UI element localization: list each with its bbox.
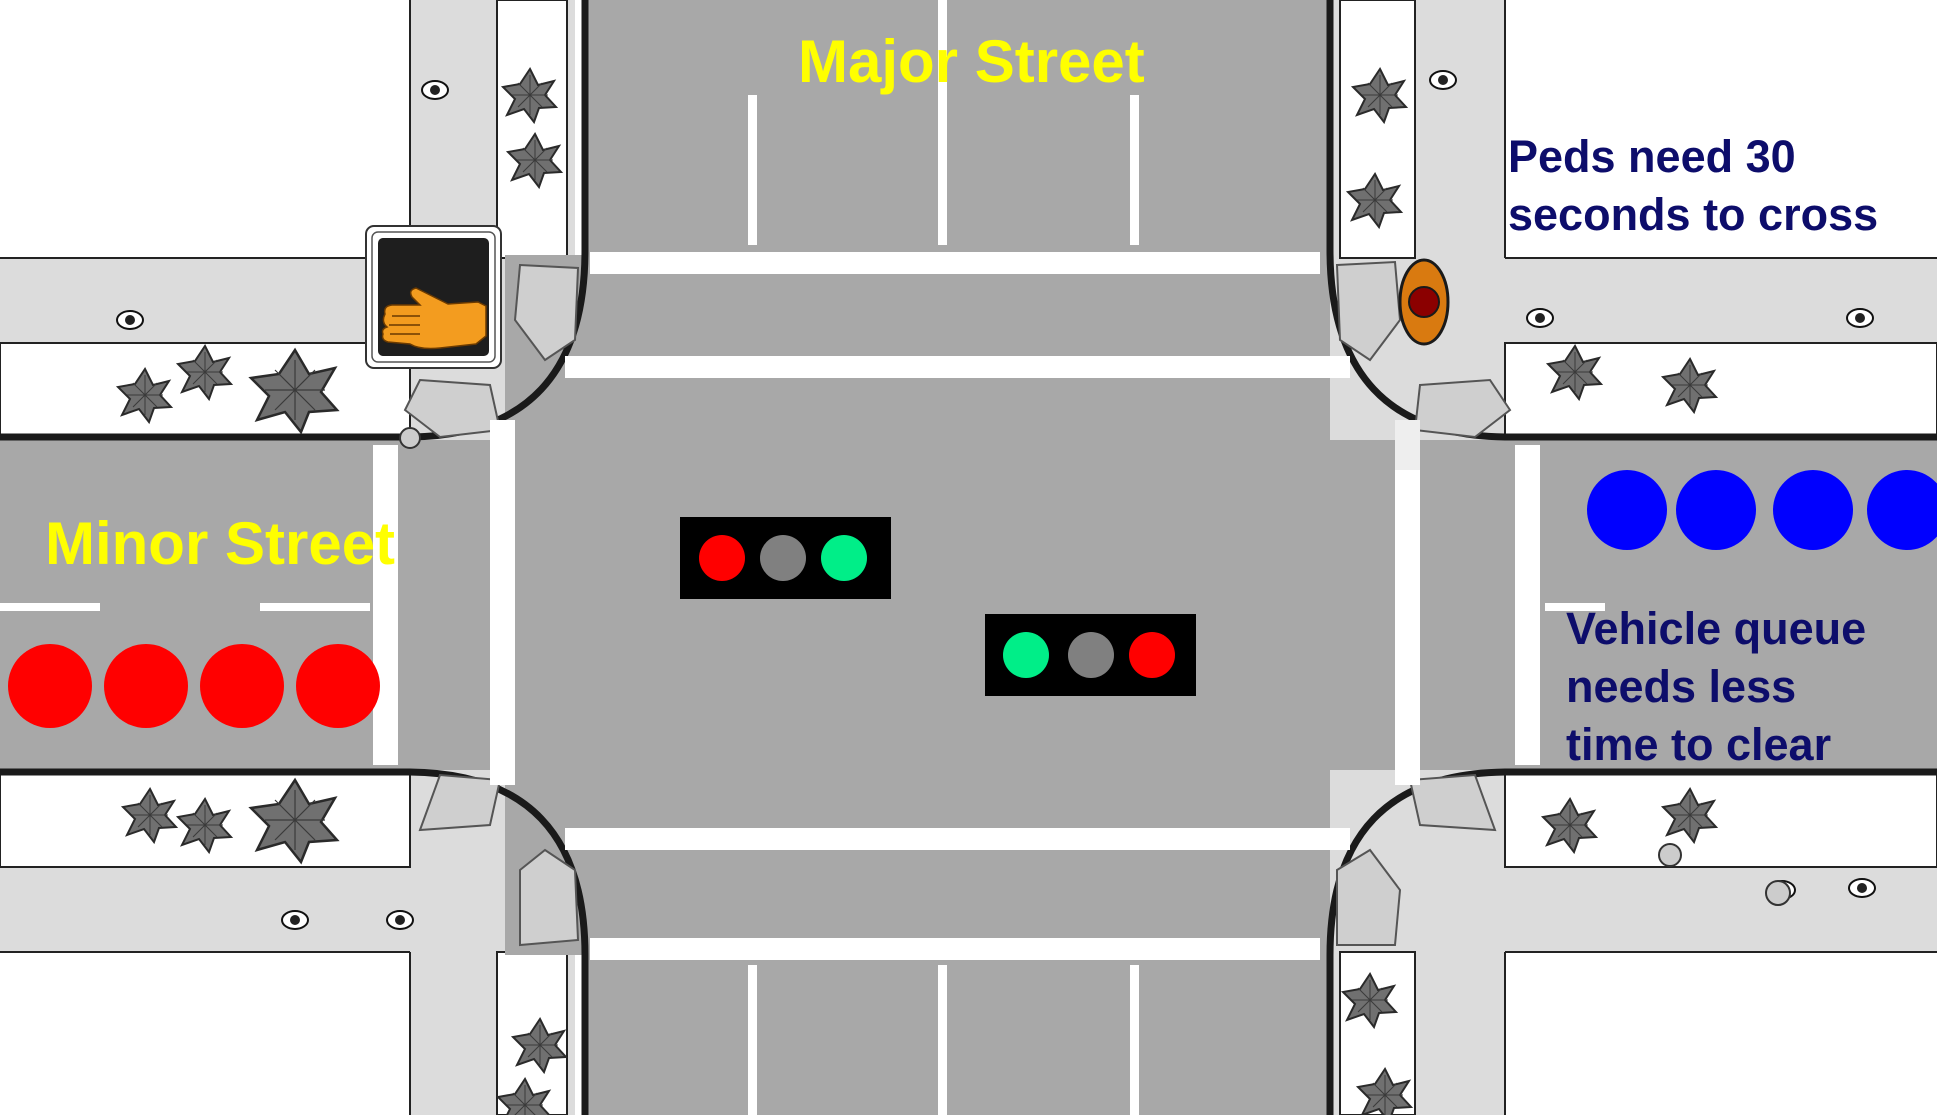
queue-vehicle (1587, 470, 1667, 550)
note-line: Vehicle queue (1566, 600, 1866, 658)
vehicle-queue-note: Vehicle queue needs less time to clear (1566, 600, 1866, 774)
minor-street-signal-head (680, 517, 891, 599)
queue-vehicle (1676, 470, 1756, 550)
signal-lamp (699, 535, 745, 581)
signal-lamp (760, 535, 806, 581)
push-button-icon (1409, 287, 1439, 317)
signal-lamp (1129, 632, 1175, 678)
queue-vehicle (1773, 470, 1853, 550)
queue-vehicle (8, 644, 92, 728)
signal-lamp (1068, 632, 1114, 678)
minor-street-label: Minor Street (45, 514, 395, 574)
major-street-signal-head (985, 614, 1196, 696)
pedestrian-signal (366, 226, 501, 368)
note-line: time to clear (1566, 716, 1866, 774)
pedestrian-push-button (1400, 260, 1448, 344)
note-line: Peds need 30 (1508, 128, 1878, 186)
queue-vehicle (200, 644, 284, 728)
major-street-label: Major Street (798, 32, 1145, 92)
signal-lamp (821, 535, 867, 581)
signal-lamp (1003, 632, 1049, 678)
queue-vehicle (104, 644, 188, 728)
pedestrian-crossing-note: Peds need 30 seconds to cross (1508, 128, 1878, 244)
note-line: needs less (1566, 658, 1866, 716)
queue-vehicle (296, 644, 380, 728)
note-line: seconds to cross (1508, 186, 1878, 244)
